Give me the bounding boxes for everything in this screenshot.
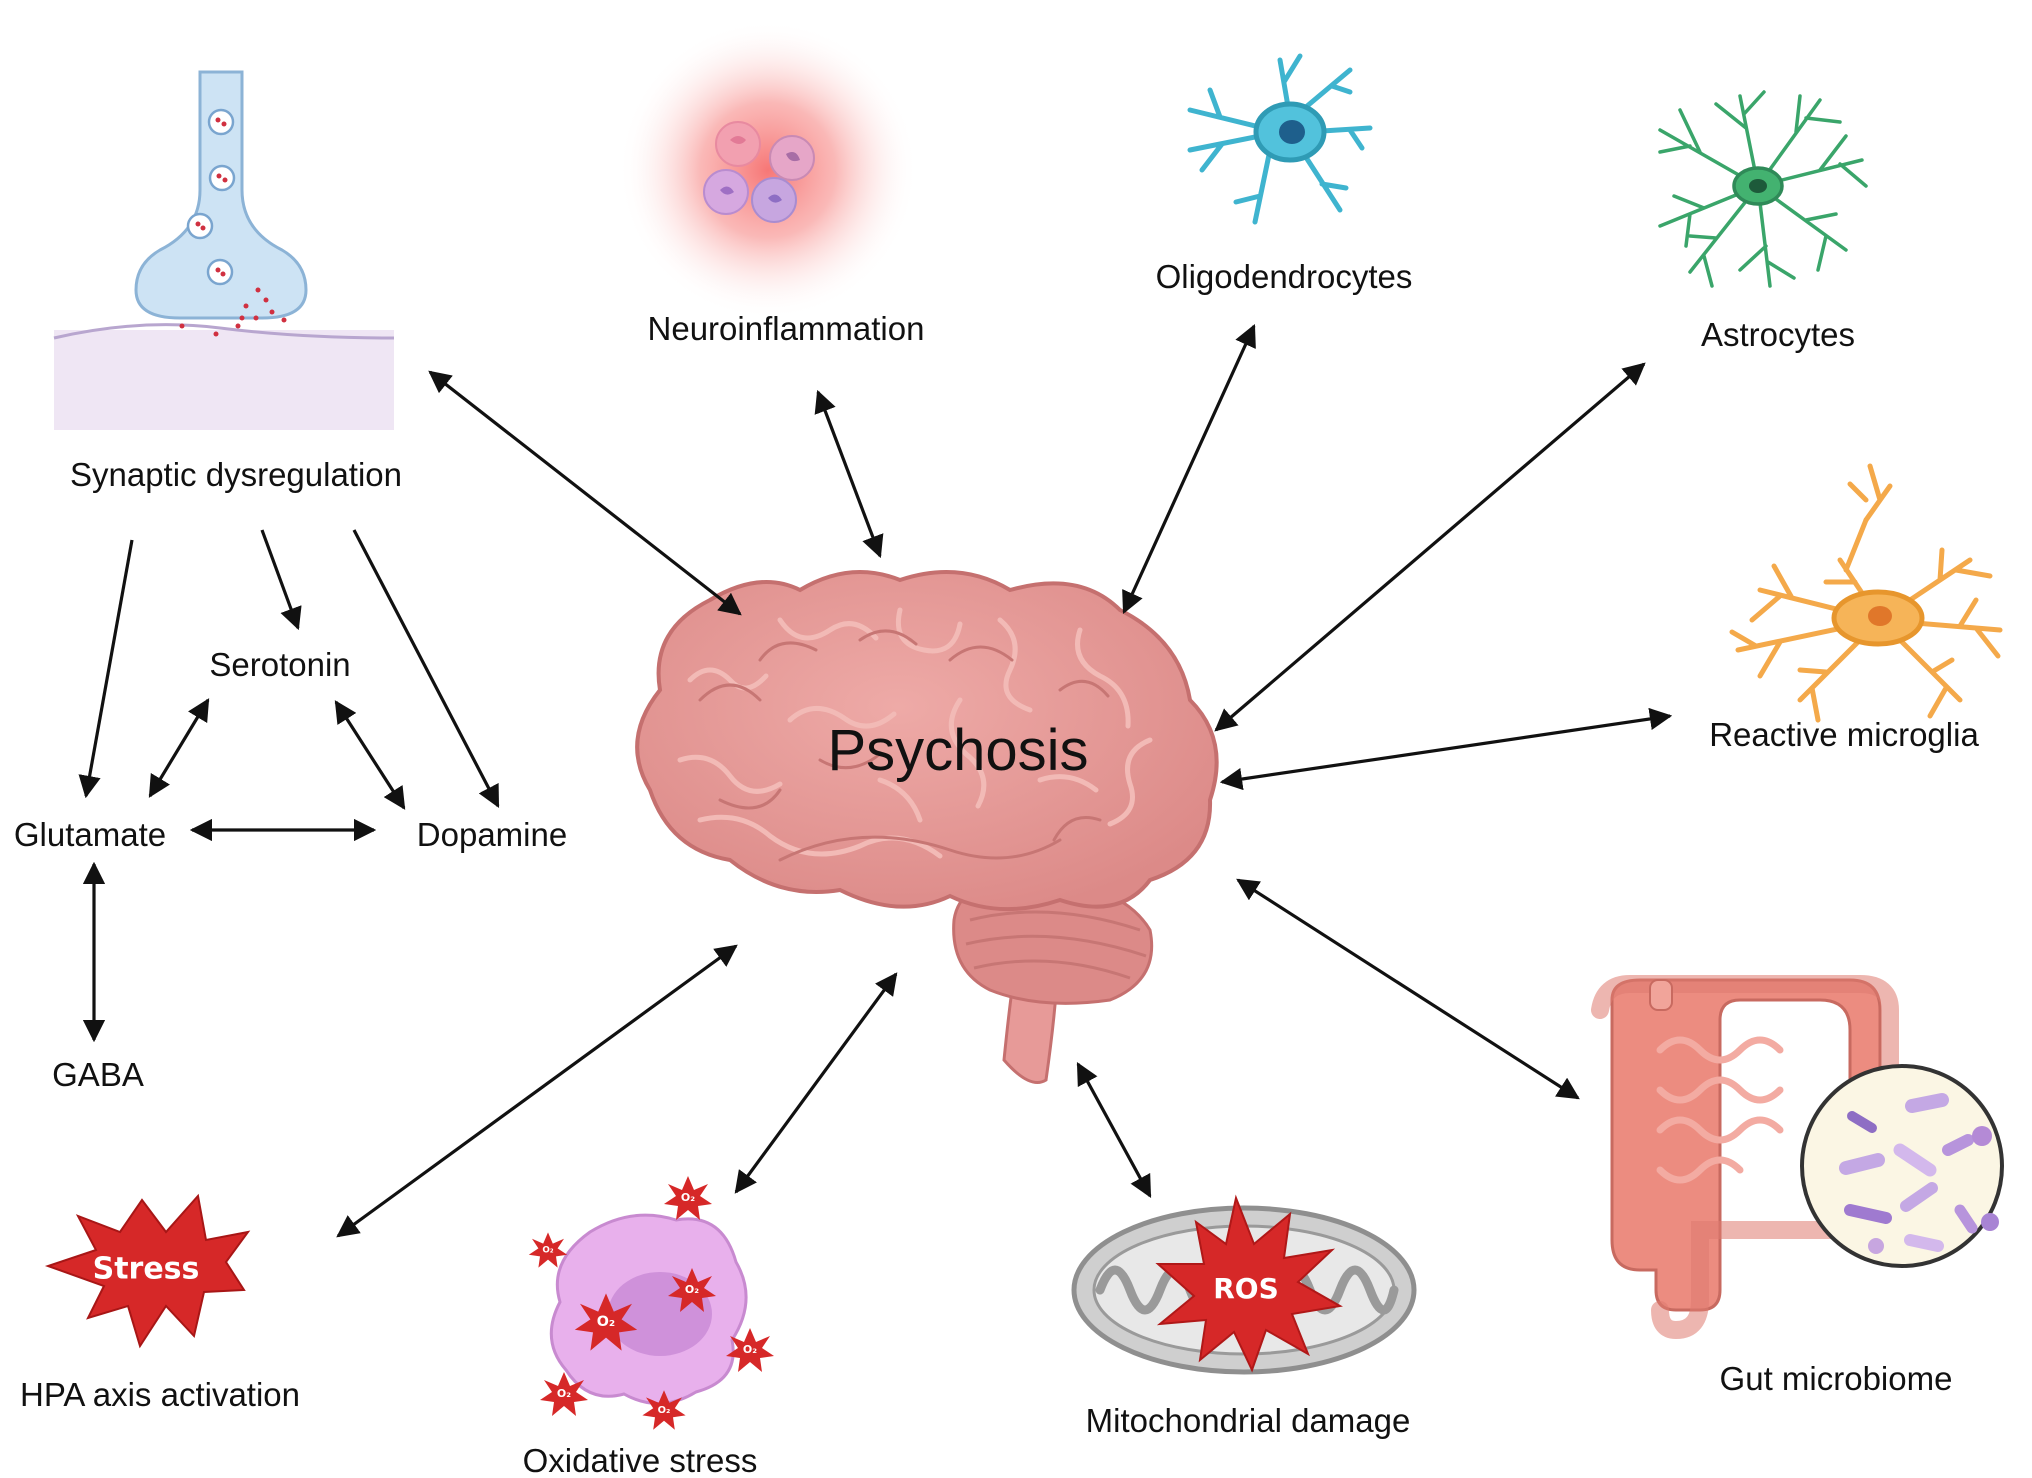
hpa-axis-label: HPA axis activation	[20, 1376, 300, 1413]
synapse-icon	[53, 70, 395, 430]
oxidative-stress-label: Oxidative stress	[523, 1442, 758, 1478]
arrow-synaptic-glutamate	[78, 539, 134, 799]
immune-cells-icon	[618, 20, 918, 320]
stress-star-icon: Stress	[44, 1193, 251, 1349]
arrow-synaptic-psychosis	[428, 370, 742, 616]
arrow-oxidative-psychosis	[734, 972, 898, 1194]
arrow-serotonin-dopamine	[334, 700, 406, 810]
reactive-microglia-label: Reactive microglia	[1709, 716, 1979, 753]
arrow-oligodendrocytes-psychosis	[1122, 323, 1256, 615]
oxygen-burst-icons: O₂ O₂ O₂ O₂ O₂ O₂ O₂	[528, 1176, 774, 1430]
oxygen-label: O₂	[542, 1246, 553, 1256]
arrow-glutamate-serotonin	[148, 698, 210, 798]
ros-label: ROS	[1213, 1272, 1279, 1305]
dopamine-label: Dopamine	[417, 816, 567, 853]
arrow-astrocytes-psychosis	[1214, 362, 1646, 732]
oxygen-label: O₂	[597, 1314, 615, 1330]
arrows	[78, 323, 1673, 1238]
oxidative-cell-icon	[549, 1213, 748, 1405]
serotonin-label: Serotonin	[209, 646, 350, 683]
arrow-synaptic-dopamine	[352, 529, 500, 808]
oligodendrocytes-label: Oligodendrocytes	[1156, 258, 1413, 295]
astrocytes-label: Astrocytes	[1701, 316, 1855, 353]
ros-star-icon: ROS	[1155, 1194, 1343, 1373]
oxygen-label: O₂	[557, 1387, 571, 1400]
arrow-synaptic-serotonin	[260, 529, 302, 631]
gaba-label: GABA	[52, 1056, 144, 1093]
microglia-icon	[1729, 463, 2003, 723]
arrow-mitochondria-psychosis	[1076, 1062, 1152, 1198]
oxygen-label: O₂	[658, 1405, 671, 1416]
arrow-microglia-psychosis	[1219, 707, 1673, 791]
astrocyte-icon	[1658, 90, 1868, 288]
stress-label: Stress	[93, 1252, 200, 1287]
oxygen-label: O₂	[685, 1283, 699, 1296]
neuroinflammation-label: Neuroinflammation	[648, 310, 925, 347]
gut-microbiome-label: Gut microbiome	[1720, 1360, 1953, 1397]
oxygen-label: O₂	[681, 1191, 695, 1204]
glutamate-label: Glutamate	[14, 816, 166, 853]
mitochondrial-damage-label: Mitochondrial damage	[1086, 1402, 1411, 1439]
synaptic-dysregulation-label: Synaptic dysregulation	[70, 456, 402, 493]
arrow-neuroinflammation-psychosis	[814, 389, 884, 559]
arrow-hpa-psychosis	[336, 944, 738, 1238]
brain-icon: Psychosis	[635, 570, 1219, 1084]
bacteria-magnifier-icon	[1800, 1064, 2004, 1268]
oligodendrocyte-icon	[1187, 53, 1373, 225]
center-label: Psychosis	[827, 718, 1088, 783]
oxygen-label: O₂	[743, 1343, 757, 1356]
arrow-gut-psychosis	[1236, 878, 1580, 1100]
